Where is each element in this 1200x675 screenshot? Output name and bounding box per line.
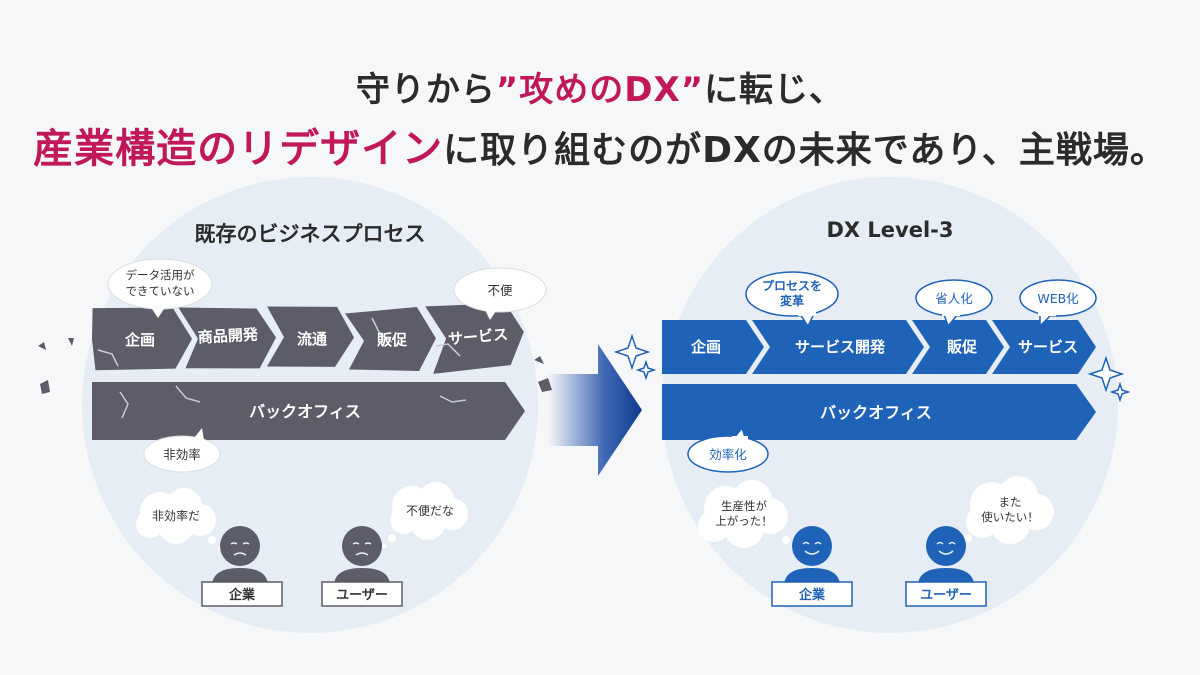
sparkle-right: [1087, 355, 1131, 403]
thought-user-new-line2: 使いたい！: [981, 510, 1039, 524]
label-box-user-old: [321, 581, 403, 607]
thought-company-new-line2: 上がった！: [715, 514, 773, 528]
headline-line2: 産業構造のリデザインに取り組むのがDXの未来であり、主戦場。: [0, 116, 1200, 174]
person-user-happy: [918, 526, 974, 586]
left-stage-promotion-label: 販促: [377, 331, 408, 349]
headline-line2-post: に取り組むのがDXの未来であり、主戦場。: [443, 130, 1167, 171]
label-box-user-new: [905, 581, 987, 607]
left-stage-service-label: サービス: [447, 325, 508, 348]
left-stage-distribution: [266, 306, 355, 367]
person-company-happy: [784, 526, 840, 586]
right-stage-promotion: [912, 320, 1004, 374]
bubble-data-unused-line1: データ活用が: [126, 268, 195, 282]
right-back-office-label: バックオフィス: [820, 403, 932, 422]
bubble-data-unused: [107, 258, 213, 318]
thought-user-old: [381, 482, 468, 549]
bubble-process-reform-line1: プロセスを: [762, 278, 822, 293]
thought-user-new: [957, 476, 1054, 549]
bubble-web: [1019, 279, 1097, 328]
left-stage-plan-label: 企画: [124, 331, 155, 349]
thought-company-new-line1: 生産性が: [721, 499, 767, 513]
label-company-new: 企業: [798, 587, 826, 603]
right-stage-service-dev-label: サービス開発: [795, 338, 886, 356]
headline-line1: 守りから”攻めのDX”に転じ、: [0, 62, 1200, 111]
bubble-efficiency: [687, 426, 769, 473]
headline-line1-post: に転じ、: [704, 70, 845, 110]
bubble-inconvenient: [453, 267, 547, 320]
thought-user-old-text: 不便だな: [406, 504, 454, 518]
transition-arrow: [548, 344, 642, 476]
bubble-inefficient: [143, 428, 221, 473]
left-back-office-bar: [92, 382, 525, 440]
bubble-process-reform-line2: 変革: [780, 293, 804, 308]
label-box-company-old: [201, 581, 283, 607]
right-stage-service-label: サービス: [1018, 338, 1078, 356]
bubble-labor-saving-text: 省人化: [935, 291, 973, 306]
bubble-inconvenient-text: 不便: [487, 283, 513, 298]
right-panel-title: DX Level-3: [826, 218, 954, 242]
label-company-old: 企業: [228, 587, 256, 603]
left-stage-product-dev-label: 商品開発: [197, 325, 259, 346]
bubble-web-text: WEB化: [1037, 291, 1079, 306]
bubble-data-unused-line2: できていない: [126, 284, 195, 298]
debris-fragments: [38, 338, 552, 394]
thought-company-new: [698, 480, 797, 551]
right-stage-plan-label: 企画: [690, 338, 721, 356]
person-user-sad: [334, 526, 390, 586]
person-company-sad: [212, 526, 268, 586]
left-stage-product-dev: [178, 307, 277, 369]
thought-company-old-text: 非効率だ: [152, 508, 200, 523]
right-stage-service: [992, 320, 1096, 374]
sparkle-left: [613, 333, 657, 381]
bubble-labor-saving: [915, 279, 993, 328]
left-panel-title: 既存のビジネスプロセス: [194, 222, 426, 246]
left-process-flow: [92, 303, 524, 374]
bubble-efficiency-text: 効率化: [709, 447, 747, 462]
right-panel-circle: [662, 177, 1118, 633]
label-box-company-new: [771, 581, 853, 607]
left-back-office-label: バックオフィス: [249, 402, 361, 421]
right-stage-promotion-label: 販促: [947, 338, 978, 356]
right-process-flow: [662, 320, 1096, 374]
headline-line2-accent: 産業構造のリデザイン: [33, 126, 444, 172]
right-back-office-bar: [662, 384, 1096, 440]
thought-user-new-line1: また: [999, 495, 1022, 509]
label-user-new: ユーザー: [920, 588, 972, 603]
label-user-old: ユーザー: [336, 588, 388, 603]
right-stage-service-dev: [752, 320, 924, 374]
headline-line1-pre: 守りから: [355, 70, 496, 110]
right-stage-plan: [662, 320, 764, 374]
left-stage-promotion: [345, 307, 436, 372]
thought-company-old: [136, 488, 223, 551]
left-stage-plan: [92, 307, 193, 371]
bubble-process-reform: [745, 271, 839, 328]
left-stage-service: [425, 303, 524, 374]
left-stage-distribution-label: 流通: [297, 330, 327, 348]
bubble-inefficient-text: 非効率: [163, 447, 201, 462]
headline-line1-accent: ”攻めのDX”: [495, 70, 705, 110]
